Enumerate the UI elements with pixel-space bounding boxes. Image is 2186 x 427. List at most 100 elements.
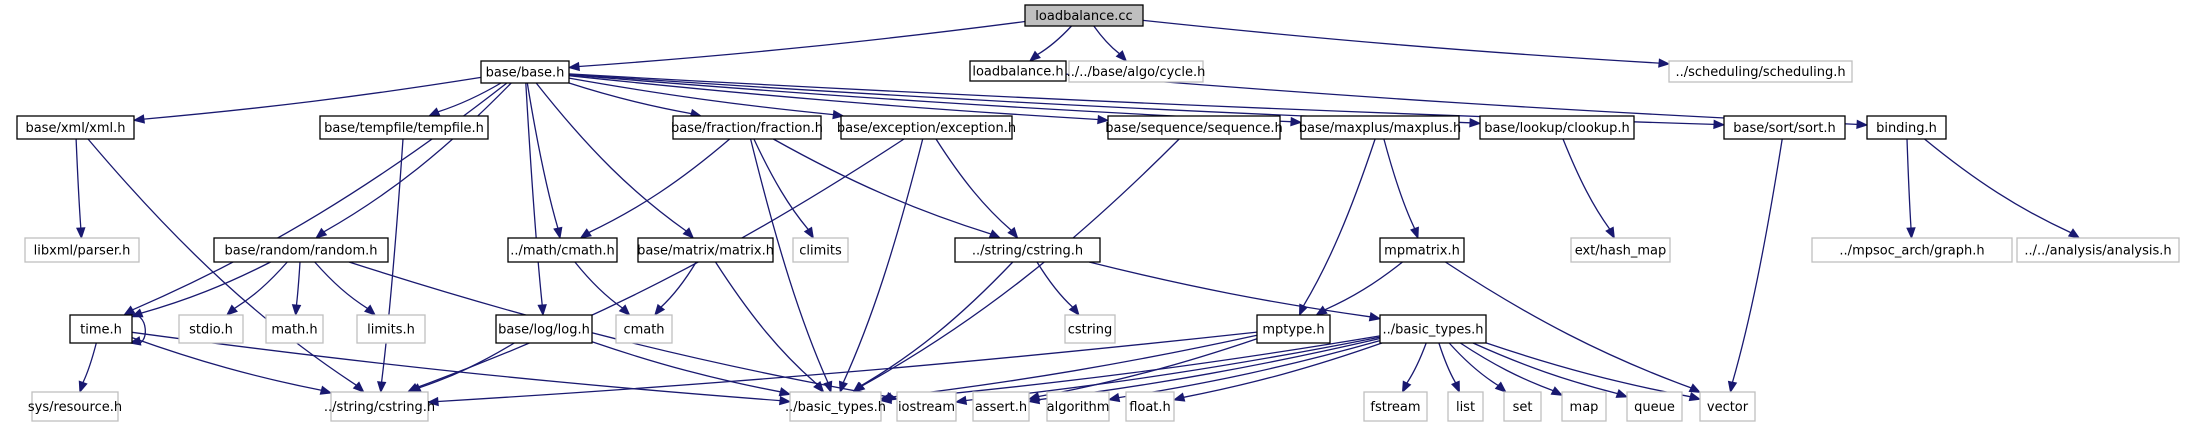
- node-label: libxml/parser.h: [34, 244, 131, 259]
- edge-line: [1383, 138, 1416, 229]
- node-box[interactable]: [672, 115, 822, 140]
- node-box: [1125, 391, 1175, 422]
- edge-basic_types_h-to-queue: [1472, 342, 1629, 398]
- node-exception[interactable]: base/exception/exception.h: [837, 115, 1016, 140]
- node-box[interactable]: [969, 60, 1067, 82]
- node-box[interactable]: [16, 115, 135, 140]
- node-label: base/maxplus/maxplus.h: [1299, 121, 1462, 136]
- node-box[interactable]: [1024, 4, 1144, 27]
- edge-line: [660, 261, 697, 308]
- arrowhead-icon: [1007, 226, 1019, 240]
- node-cmath-h[interactable]: ../math/cmath.h: [507, 237, 618, 263]
- node-label: iostream: [898, 400, 955, 415]
- edge-time-to-cstring_h_ext: [131, 336, 333, 395]
- edge-loadbalance_cc-to-scheduling: [1142, 19, 1671, 68]
- edge-line: [416, 138, 905, 389]
- node-box[interactable]: [495, 314, 593, 344]
- node-binding[interactable]: binding.h: [1866, 115, 1947, 140]
- node-box[interactable]: [1256, 314, 1331, 344]
- node-box: [1626, 391, 1683, 422]
- edge-fraction-to-cstring_h: [772, 138, 1002, 239]
- node-box[interactable]: [637, 237, 774, 263]
- edge-line: [860, 261, 1014, 387]
- edge-line: [1093, 25, 1120, 55]
- node-matrix[interactable]: base/matrix/matrix.h: [637, 237, 774, 263]
- node-box[interactable]: [69, 314, 133, 344]
- node-clookup[interactable]: base/lookup/clookup.h: [1479, 115, 1635, 140]
- node-loadbalance-cc[interactable]: loadbalance.cc: [1024, 4, 1144, 27]
- node-box[interactable]: [507, 237, 618, 263]
- edge-line: [1562, 138, 1611, 230]
- node-stdio: stdio.h: [178, 314, 244, 344]
- edge-line: [295, 261, 301, 306]
- node-box: [1046, 391, 1110, 422]
- node-loadbalance-h[interactable]: loadbalance.h: [969, 60, 1067, 82]
- arrowhead-icon: [654, 303, 666, 317]
- arrowhead-icon: [553, 226, 563, 240]
- edge-line: [526, 82, 559, 229]
- edge-basic_types_h-to-set: [1448, 342, 1507, 393]
- edge-line: [1088, 261, 1371, 318]
- node-box[interactable]: [480, 60, 570, 84]
- arrowhead-icon: [778, 387, 792, 397]
- node-log[interactable]: base/log/log.h: [495, 314, 593, 344]
- node-label: ../math/cmath.h: [510, 244, 614, 259]
- edge-line: [525, 82, 543, 306]
- edge-log-to-basic_types_ext: [591, 341, 792, 397]
- node-fraction[interactable]: base/fraction/fraction.h: [671, 115, 823, 140]
- node-mptype[interactable]: mptype.h: [1256, 314, 1331, 344]
- node-label: cmath: [623, 323, 664, 338]
- arrowhead-icon: [1298, 303, 1308, 317]
- node-maxplus[interactable]: base/maxplus/maxplus.h: [1299, 115, 1462, 140]
- edge-line: [1924, 138, 2072, 234]
- node-mpmatrix[interactable]: mpmatrix.h: [1379, 237, 1465, 263]
- edge-line: [1445, 261, 1692, 389]
- node-box: [356, 314, 426, 344]
- node-label: base/tempfile/tempfile.h: [324, 121, 484, 136]
- edge-line: [574, 261, 623, 309]
- node-base-base[interactable]: base/base.h: [480, 60, 570, 84]
- edge-line: [568, 75, 1099, 121]
- edge-line: [861, 138, 1180, 387]
- node-box: [1503, 391, 1542, 422]
- node-basic-types-h[interactable]: ../basic_types.h: [1379, 314, 1487, 344]
- node-box[interactable]: [954, 237, 1101, 263]
- node-box[interactable]: [1866, 115, 1947, 140]
- node-box[interactable]: [319, 115, 489, 140]
- node-xml[interactable]: base/xml/xml.h: [16, 115, 135, 140]
- node-box[interactable]: [1723, 115, 1846, 140]
- edge-tempfile-to-cstring_h_ext: [377, 138, 404, 394]
- edge-line: [753, 138, 809, 230]
- node-cstring-h[interactable]: ../string/cstring.h: [954, 237, 1101, 263]
- node-queue: queue: [1626, 391, 1683, 422]
- node-vector: vector: [1699, 391, 1756, 422]
- edge-line: [314, 261, 368, 309]
- arrowhead-icon: [132, 114, 145, 124]
- node-sequence[interactable]: base/sequence/sequence.h: [1105, 115, 1283, 140]
- edge-line: [842, 138, 924, 383]
- edges-layer: [75, 19, 2081, 407]
- node-label: algorithm: [1047, 400, 1110, 415]
- arrowhead-icon: [427, 107, 441, 117]
- edge-line: [890, 335, 1381, 400]
- node-box[interactable]: [1379, 314, 1487, 344]
- edge-line: [1142, 19, 1660, 64]
- node-sort[interactable]: base/sort/sort.h: [1723, 115, 1846, 140]
- node-box[interactable]: [213, 237, 389, 263]
- arrowhead-icon: [364, 304, 377, 316]
- node-box[interactable]: [1379, 237, 1465, 263]
- node-tempfile[interactable]: base/tempfile/tempfile.h: [319, 115, 489, 140]
- edge-clookup-to-hash_map: [1562, 138, 1615, 240]
- node-random[interactable]: base/random/random.h: [213, 237, 389, 263]
- edge-line: [437, 82, 502, 113]
- arrowhead-icon: [537, 304, 547, 317]
- node-label: float.h: [1129, 400, 1171, 415]
- arrowhead-icon: [1068, 303, 1080, 317]
- edge-base_base-to-tempfile: [427, 82, 502, 117]
- node-box[interactable]: [840, 115, 1013, 140]
- node-set: set: [1503, 391, 1542, 422]
- node-box[interactable]: [1300, 115, 1460, 140]
- node-box[interactable]: [1479, 115, 1635, 140]
- node-box[interactable]: [1107, 115, 1281, 140]
- node-time[interactable]: time.h: [69, 314, 133, 344]
